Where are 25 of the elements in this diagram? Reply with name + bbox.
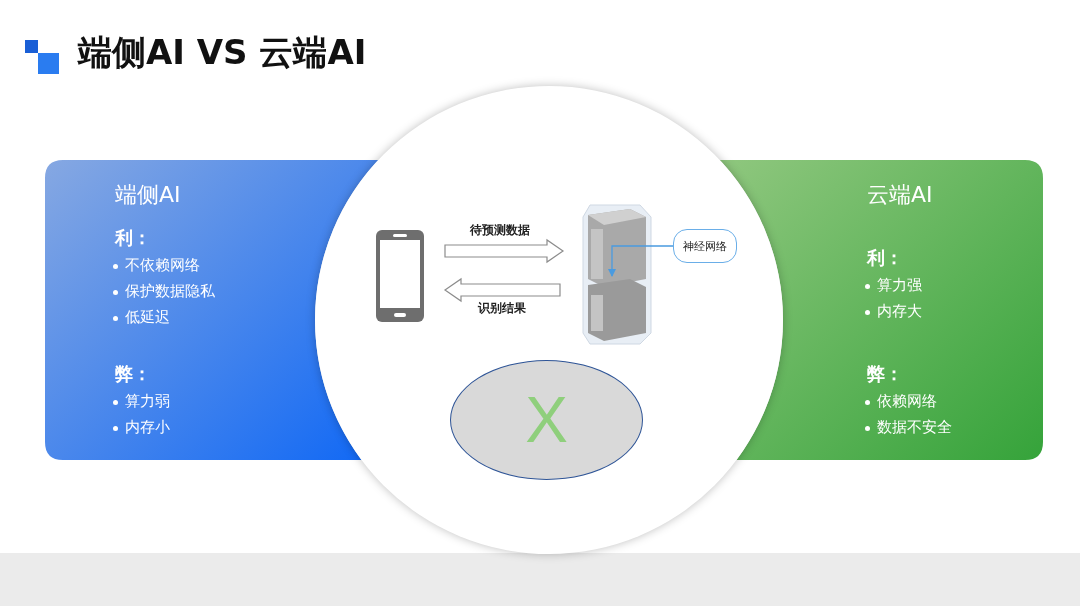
bullet-item: 保护数据隐私	[125, 282, 215, 301]
section-label: 弊：	[867, 362, 903, 386]
bullet-item: 低延迟	[125, 308, 170, 327]
title: 端侧AI VS 云端AI	[78, 31, 367, 74]
panel-heading: 端侧AI	[115, 181, 181, 209]
section-label: 利：	[867, 246, 903, 270]
bullet-item: 数据不安全	[877, 418, 952, 437]
section-label: 弊：	[115, 362, 151, 386]
edge-label: 待预测数据	[470, 222, 530, 239]
bullet-item: 算力强	[877, 276, 922, 295]
bullet-item: 算力弱	[125, 392, 170, 411]
bullet-item: 内存大	[877, 302, 922, 321]
arrow	[608, 245, 674, 277]
cross-letter: X	[525, 383, 568, 457]
bullet-item: 内存小	[125, 418, 170, 437]
bullet-item: 不依赖网络	[125, 256, 200, 275]
bullet-item: 依赖网络	[877, 392, 937, 411]
phone-icon	[375, 229, 425, 323]
edge-label: 识别结果	[478, 300, 526, 317]
block-arrow	[443, 277, 561, 303]
panel-heading: 云端AI	[867, 181, 933, 209]
callout-bubble: 神经网络	[673, 229, 737, 263]
server-rack-icon	[582, 203, 652, 345]
section-label: 利：	[115, 226, 151, 250]
block-arrow	[444, 238, 565, 264]
